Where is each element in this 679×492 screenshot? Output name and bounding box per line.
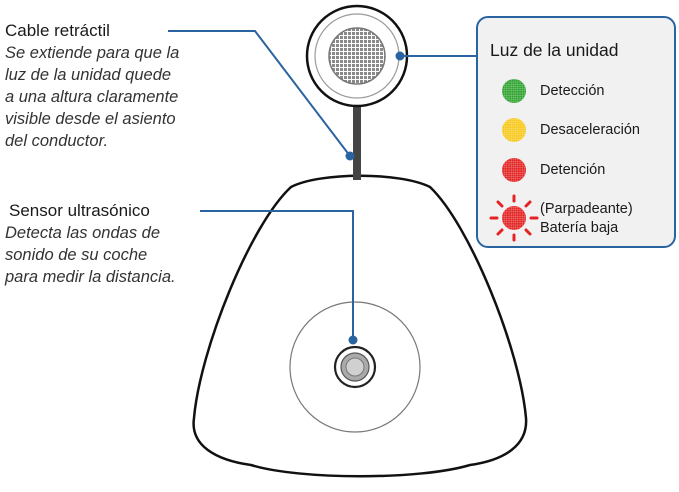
- ultrasonic-sensor: [289, 301, 421, 433]
- green-light-icon: [502, 79, 526, 103]
- legend-label-line: Batería baja: [540, 220, 619, 236]
- sensor-description-line: Detecta las ondas de: [5, 224, 161, 242]
- cable-leader-line: [168, 30, 351, 157]
- legend-label-low-battery: (Parpadeante) Batería baja: [540, 200, 633, 238]
- legend-label-detection: Detección: [540, 82, 604, 101]
- retractable-cable: [353, 90, 361, 180]
- unit-light-legend: Luz de la unidad: [476, 16, 676, 248]
- legend-label-deceleration: Desaceleración: [540, 121, 640, 140]
- sensor-leader-dot: [348, 335, 358, 345]
- cable-description-line: luz de la unidad quede: [5, 66, 172, 84]
- sensor-leader-line: [200, 210, 354, 340]
- sensor-callout-description: Detecta las ondas de sonido de su coche …: [5, 222, 176, 288]
- cable-description-line: visible desde el asiento: [5, 110, 176, 128]
- legend-label-stop: Detención: [540, 161, 605, 180]
- cable-description-line: a una altura claramente: [5, 88, 179, 106]
- red-light-icon: [502, 158, 526, 182]
- sensor-description-line: para medir la distancia.: [5, 268, 176, 286]
- legend-label-line: (Parpadeante): [540, 201, 633, 217]
- unit-light: [305, 4, 409, 108]
- cable-callout-description: Se extiende para que la luz de la unidad…: [5, 42, 179, 152]
- cable-description-line: del conductor.: [5, 132, 109, 150]
- yellow-light-icon: [502, 118, 526, 142]
- legend-label-line: Desaceleración: [540, 122, 640, 138]
- sensor-description-line: sonido de su coche: [5, 246, 148, 264]
- cable-callout-title: Cable retráctil: [5, 21, 110, 40]
- flashing-red-light-icon: [489, 194, 539, 242]
- cable-leader-dot: [345, 151, 355, 161]
- legend-icons: [489, 79, 539, 242]
- legend-title: Luz de la unidad: [490, 40, 619, 60]
- sensor-callout-title: Sensor ultrasónico: [9, 201, 150, 220]
- cable-description-line: Se extiende para que la: [5, 44, 180, 62]
- light-leader-dot: [395, 51, 405, 61]
- legend-label-line: Detección: [540, 83, 605, 99]
- legend-label-line: Detención: [540, 162, 606, 178]
